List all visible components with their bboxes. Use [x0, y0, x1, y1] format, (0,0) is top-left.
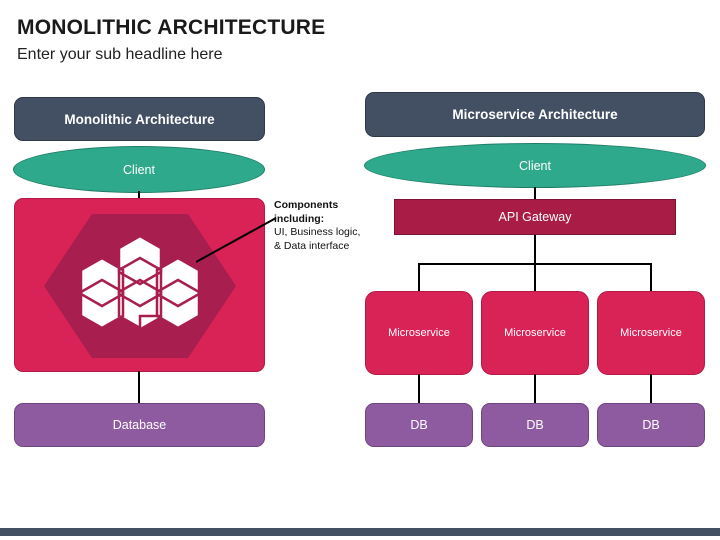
left-client-label: Client: [123, 162, 155, 177]
connector-microservice-2-to-db: [534, 374, 536, 404]
connector-bus-drop-1: [418, 263, 420, 292]
right-client-node[interactable]: Client: [364, 143, 706, 188]
page-title: MONOLITHIC ARCHITECTURE: [17, 16, 326, 39]
microservice-node-3[interactable]: Microservice: [597, 291, 705, 375]
api-gateway-node[interactable]: API Gateway: [394, 199, 676, 235]
left-client-node[interactable]: Client: [13, 146, 265, 193]
connector-bus-drop-3: [650, 263, 652, 292]
slide-footer-bar: [0, 528, 720, 536]
db-node-1[interactable]: DB: [365, 403, 473, 447]
api-gateway-label: API Gateway: [498, 210, 572, 224]
callout-leader-line: [195, 216, 280, 264]
microservice-label-3: Microservice: [620, 327, 682, 339]
connector-monolith-to-database: [138, 371, 140, 404]
connector-left-client-to-monolith: [138, 191, 140, 200]
page-subtitle: Enter your sub headline here: [17, 46, 223, 63]
db-label-1: DB: [410, 418, 428, 432]
callout-heading: Components including:: [274, 199, 339, 225]
db-label-3: DB: [642, 418, 660, 432]
left-panel-header-label: Monolithic Architecture: [64, 111, 215, 127]
microservice-node-2[interactable]: Microservice: [481, 291, 589, 375]
database-node[interactable]: Database: [14, 403, 265, 447]
db-label-2: DB: [526, 418, 544, 432]
left-panel-header[interactable]: Monolithic Architecture: [14, 97, 265, 141]
db-node-3[interactable]: DB: [597, 403, 705, 447]
right-panel-header[interactable]: Microservice Architecture: [365, 92, 705, 137]
microservice-node-1[interactable]: Microservice: [365, 291, 473, 375]
microservice-label-2: Microservice: [504, 327, 566, 339]
connector-microservice-bus: [418, 263, 652, 265]
callout-text: Components including: UI, Business logic…: [274, 199, 370, 253]
right-panel-header-label: Microservice Architecture: [452, 107, 618, 122]
connector-client-to-gateway: [534, 187, 536, 200]
microservice-label-1: Microservice: [388, 327, 450, 339]
right-client-label: Client: [519, 158, 551, 173]
db-node-2[interactable]: DB: [481, 403, 589, 447]
database-label: Database: [112, 418, 167, 432]
connector-microservice-3-to-db: [650, 374, 652, 404]
connector-microservice-1-to-db: [418, 374, 420, 404]
callout-body: UI, Business logic, & Data interface: [274, 226, 361, 252]
